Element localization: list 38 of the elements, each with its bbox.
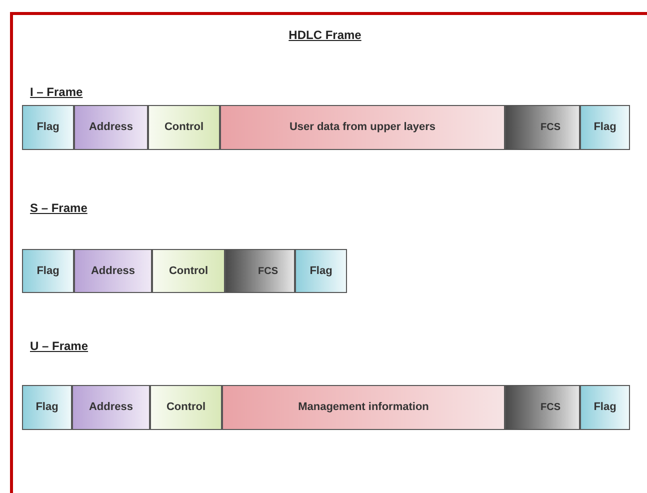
- frame-field: [74, 105, 148, 150]
- field-label: Control: [168, 264, 208, 279]
- frame-field: [22, 105, 74, 150]
- field-label: Flag: [36, 120, 60, 136]
- frame-field: [22, 249, 74, 293]
- field-label: Flag: [310, 264, 332, 279]
- field-label: Flag: [594, 400, 616, 416]
- frame-field: [580, 105, 630, 150]
- field-label: Control: [164, 120, 204, 136]
- field-label: User data from upper layers: [289, 120, 436, 136]
- frame-field: [152, 249, 225, 293]
- field-label: Address: [88, 120, 134, 136]
- frame-field: [295, 249, 347, 293]
- frame-field: [150, 385, 222, 430]
- field-label: Address: [90, 264, 136, 279]
- frame-field: [22, 385, 72, 430]
- frame-field: [225, 249, 295, 293]
- field-label: Flag: [36, 400, 58, 416]
- frame-field: [220, 105, 505, 150]
- field-label: Control: [166, 400, 206, 416]
- field-label: Management information: [298, 400, 429, 416]
- field-label: FCS: [540, 121, 560, 135]
- frame-field: [505, 105, 580, 150]
- frame-field: [72, 385, 150, 430]
- frame-field: [148, 105, 220, 150]
- field-label: Flag: [594, 120, 616, 136]
- frame-field: [222, 385, 505, 430]
- frame-field: [580, 385, 630, 430]
- field-label: Address: [88, 400, 134, 416]
- frame-field: [74, 249, 152, 293]
- field-label: FCS: [258, 264, 278, 278]
- field-label: Flag: [36, 264, 60, 279]
- field-label: FCS: [540, 401, 560, 415]
- section-heading: S – Frame: [30, 200, 88, 217]
- diagram-title: HDLC Frame: [288, 27, 362, 44]
- section-heading: I – Frame: [30, 84, 83, 101]
- frame-field: [505, 385, 580, 430]
- section-heading: U – Frame: [30, 338, 88, 355]
